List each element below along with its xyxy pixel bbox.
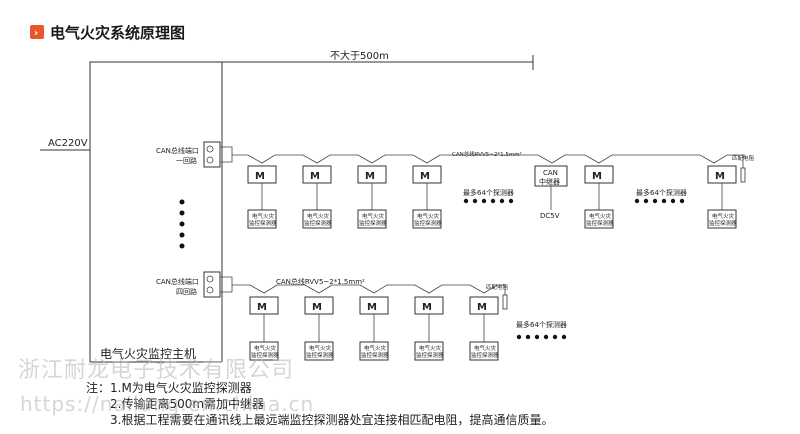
detector-label-1: 电气火灾 [712,212,735,220]
module-1-3: M 电气火灾 监控探测器 [357,165,387,229]
detector-label-1: 电气火灾 [252,212,275,220]
repeater-label-2: 中继器 [539,177,560,186]
repeater-power: DC5V [540,212,560,220]
module-symbol: M [255,171,265,182]
port-4-label-2: 四回路 [176,287,197,296]
port-1-label-1: CAN总线端口 [156,146,199,155]
diagram-title: 电气火灾系统原理图 [50,24,185,42]
port-4-block [203,271,221,298]
detector-label-2: 监控探测器 [414,219,442,227]
watermark-company: 浙江耐龙电子技术有限公司 [18,358,295,383]
module-4-4: M 电气火灾 监控探测器 [414,296,444,361]
repeater-label-1: CAN [543,169,558,177]
max-detectors-1a: 最多64个探测器 [463,188,514,197]
watermark-url: https://nailong.en.china.cn [20,392,315,416]
module-symbol: M [420,171,430,182]
detector-label-2: 监控探测器 [249,219,277,227]
notes: 注：1.M为电气火灾监控探测器 2.传输距离500m需加中继器 3.根据工程需要… [86,380,553,428]
detector-label-1: 电气火灾 [417,212,440,220]
host-label: 电气火灾监控主机 [100,347,197,361]
module-4-2: M 电气火灾 监控探测器 [304,296,334,361]
port-1-terminal-b [206,156,214,164]
module-4-1: M 电气火灾 监控探测器 [249,296,279,361]
port-1-block [203,141,221,168]
module-1-6: M 电气火灾 监控探测器 [707,165,737,229]
distance-label: 不大于500m [330,49,389,62]
module-symbol: M [365,171,375,182]
detector-label-1: 电气火灾 [309,344,332,352]
detector-label-2: 监控探测器 [416,351,444,359]
can-repeater: CAN 中继器 DC5V [534,165,568,220]
detector-label-1: 电气火灾 [364,344,387,352]
detector-label-2: 监控探测器 [304,219,332,227]
ellipsis-dots-2 [634,198,685,204]
module-symbol: M [312,302,322,313]
max-detectors-4: 最多64个探测器 [516,320,567,329]
matching-resistor-4-label: 匹配电阻 [486,283,509,291]
module-symbol: M [592,171,602,182]
module-1-5: M 电气火灾 监控探测器 [584,165,614,229]
module-1-4: M 电气火灾 监控探测器 [412,165,442,229]
matching-resistor-4 [502,294,508,310]
note-3: 3.根据工程需要在通讯线上最远端监控探测器处宜连接相匹配电阻，提高通信质量。 [110,413,554,427]
detector-label-1: 电气火灾 [589,212,612,220]
port-4-terminal-b [206,286,214,294]
detector-label-1: 电气火灾 [419,344,442,352]
bus-1-label: CAN总线RVV5~2*1.5mm² [452,150,522,158]
detector-label-2: 监控探测器 [471,351,499,359]
detector-label-2: 监控探测器 [709,219,737,227]
bus-1-line [232,154,745,164]
detector-label-1: 电气火灾 [474,344,497,352]
detector-label-2: 监控探测器 [306,351,334,359]
detector-label-1: 电气火灾 [307,212,330,220]
note-2: 2.传输距离500m需加中继器 [110,397,265,411]
bus-4-label: CAN总线RVV5~2*1.5mm² [276,277,365,286]
chevron-right-icon: › [34,28,38,39]
module-symbol: M [310,171,320,182]
detector-label-2: 监控探测器 [251,351,279,359]
port-4-terminal-a [206,275,214,283]
module-4-5: M 电气火灾 监控探测器 [469,296,499,361]
port-4-label-1: CAN总线端口 [156,277,199,286]
module-symbol: M [257,302,267,313]
note-1: 注：1.M为电气火灾监控探测器 [86,381,252,395]
vertical-ellipsis-dots [179,199,185,249]
module-1-1: M 电气火灾 监控探测器 [247,165,277,229]
detector-label-2: 监控探测器 [359,219,387,227]
detector-label-2: 监控探测器 [361,351,389,359]
port-1-connector [220,146,233,163]
ellipsis-dots-1 [463,198,514,204]
module-4-3: M 电气火灾 监控探测器 [359,296,389,361]
module-symbol: M [422,302,432,313]
bus-4-line [232,284,506,294]
detector-label-1: 电气火灾 [254,344,277,352]
module-symbol: M [477,302,487,313]
ellipsis-dots-3 [516,334,567,340]
port-4-connector [220,276,233,293]
port-1-label-2: 一回路 [176,156,197,165]
module-symbol: M [715,171,725,182]
detector-label-1: 电气火灾 [362,212,385,220]
module-1-2: M 电气火灾 监控探测器 [302,165,332,229]
title-chevron-icon [30,25,44,39]
module-symbol: M [367,302,377,313]
matching-resistor-1 [740,167,746,183]
port-1-terminal-a [206,145,214,153]
max-detectors-1b: 最多64个探测器 [636,188,687,197]
host-frame-line [89,61,533,362]
detector-label-2: 监控探测器 [586,219,614,227]
power-label: AC220V [48,138,88,149]
